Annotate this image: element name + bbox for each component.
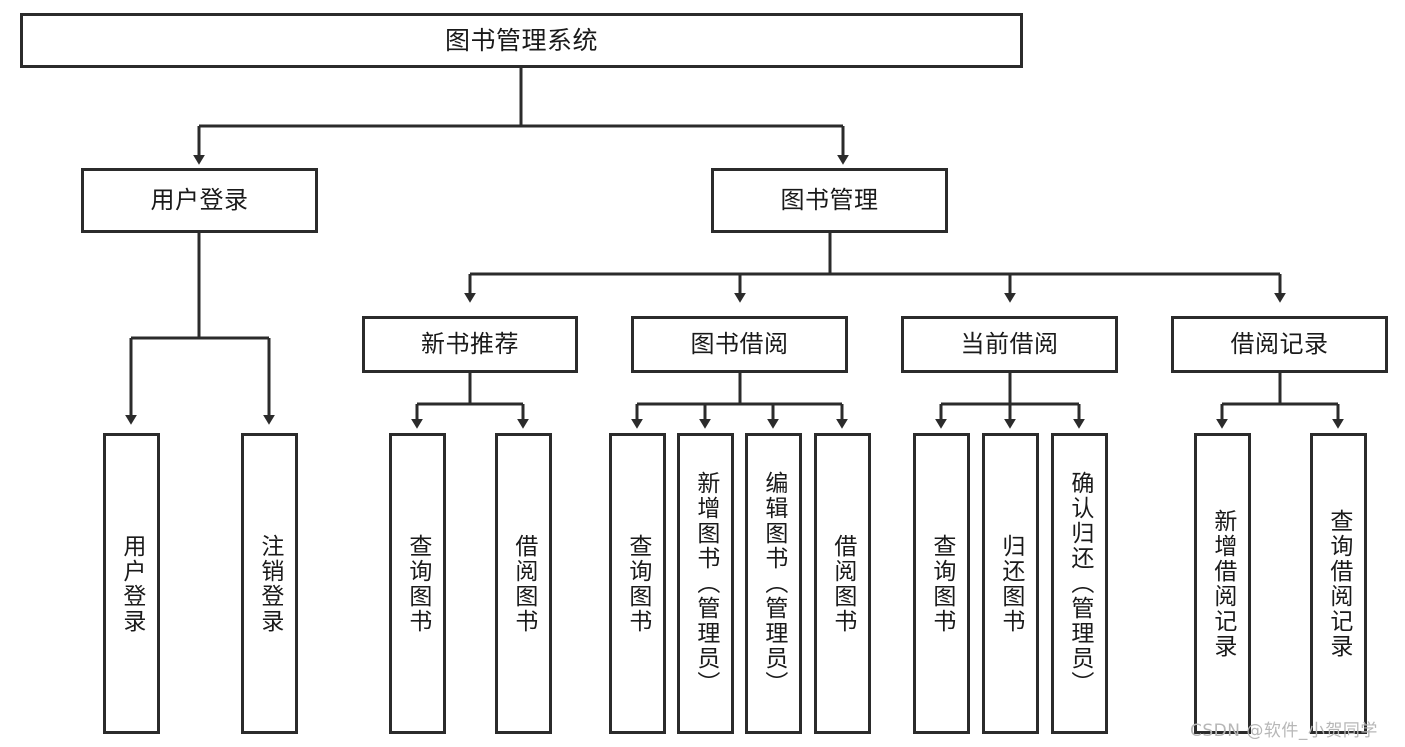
node-book-borrow[interactable]: 图书借阅 [631,316,848,373]
node-leaf-query-book-1-label: 查询图书 [404,533,431,634]
watermark-text: CSDN @软件_小贺同学 [1190,721,1378,741]
node-leaf-user-login-label: 用户登录 [118,533,145,634]
node-leaf-query-book-3[interactable]: 查询图书 [913,433,970,734]
node-leaf-add-book-label: 新增图书（管理员） [692,471,719,696]
node-leaf-logout[interactable]: 注销登录 [241,433,298,734]
node-leaf-return-book-label: 归还图书 [997,533,1024,634]
node-root-label: 图书管理系统 [444,25,598,55]
node-leaf-add-book[interactable]: 新增图书（管理员） [677,433,734,734]
node-leaf-query-book-1[interactable]: 查询图书 [389,433,446,734]
node-leaf-logout-label: 注销登录 [256,533,283,634]
node-leaf-borrow-book-2[interactable]: 借阅图书 [814,433,871,734]
node-root[interactable]: 图书管理系统 [20,13,1023,68]
node-new-book-recommend-label: 新书推荐 [421,330,519,359]
node-leaf-add-record-label: 新增借阅记录 [1209,508,1236,659]
node-leaf-query-book-2-label: 查询图书 [624,533,651,634]
node-user-login-label: 用户登录 [150,186,249,215]
node-leaf-edit-book[interactable]: 编辑图书（管理员） [745,433,802,734]
node-leaf-query-book-3-label: 查询图书 [928,533,955,634]
node-current-borrow-label: 当前借阅 [960,330,1059,359]
node-book-borrow-label: 图书借阅 [690,330,789,359]
node-leaf-add-record[interactable]: 新增借阅记录 [1194,433,1251,734]
node-user-login[interactable]: 用户登录 [81,168,318,233]
node-leaf-return-book[interactable]: 归还图书 [982,433,1039,734]
node-leaf-user-login[interactable]: 用户登录 [103,433,160,734]
node-book-manage[interactable]: 图书管理 [711,168,948,233]
node-leaf-edit-book-label: 编辑图书（管理员） [760,471,787,696]
node-borrow-record[interactable]: 借阅记录 [1171,316,1388,373]
node-borrow-record-label: 借阅记录 [1230,330,1329,359]
node-leaf-confirm-return[interactable]: 确认归还（管理员） [1051,433,1108,734]
node-leaf-query-record-label: 查询借阅记录 [1325,508,1352,659]
node-leaf-query-record[interactable]: 查询借阅记录 [1310,433,1367,734]
node-leaf-confirm-return-label: 确认归还（管理员） [1066,471,1093,696]
node-book-manage-label: 图书管理 [780,186,879,215]
node-leaf-borrow-book-2-label: 借阅图书 [829,533,856,634]
node-new-book-recommend[interactable]: 新书推荐 [362,316,578,373]
node-leaf-query-book-2[interactable]: 查询图书 [609,433,666,734]
node-leaf-borrow-book-1[interactable]: 借阅图书 [495,433,552,734]
node-leaf-borrow-book-1-label: 借阅图书 [510,533,537,634]
node-current-borrow[interactable]: 当前借阅 [901,316,1118,373]
